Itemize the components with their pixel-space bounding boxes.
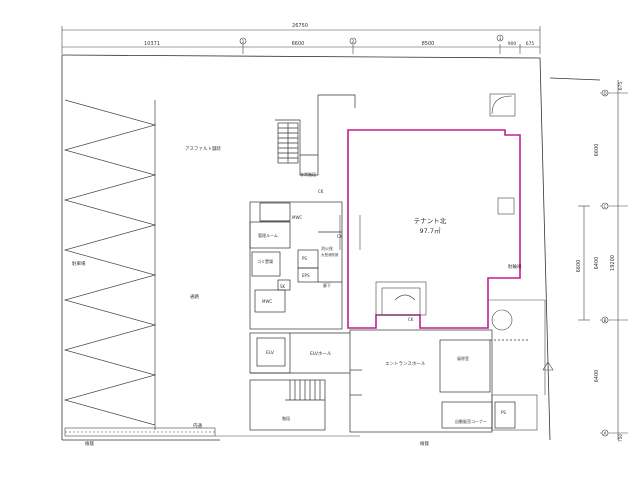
top-dimension-3: 8500 xyxy=(422,41,435,47)
right-dimension-3: 6400 xyxy=(594,257,600,270)
north-arrow-icon xyxy=(542,361,554,371)
tenant-area: 97.7㎡ xyxy=(420,226,441,235)
stair-block xyxy=(249,379,326,431)
stair-label: 階段 xyxy=(282,415,290,421)
grid-label-c: C xyxy=(604,204,607,209)
right-dimension-5: 750 xyxy=(618,434,624,443)
garbage-label: ゴミ置場 xyxy=(257,258,273,264)
grid-label-d: D xyxy=(603,91,606,96)
top-dimension-1: 10371 xyxy=(144,41,160,47)
site-boundary xyxy=(61,54,601,441)
tenant-outline xyxy=(347,129,521,329)
overall-dimension: 26750 xyxy=(292,23,308,29)
right-dimension-4: 6400 xyxy=(594,370,600,383)
mwc-lower-label: MWC xyxy=(262,299,272,304)
grid-label-3: 3 xyxy=(499,36,502,41)
ck-mark-2: CK xyxy=(337,234,343,239)
elv-hall-label: ELVホール xyxy=(310,351,332,357)
vending-label: 自動販売コーナー xyxy=(455,418,487,424)
emergency-stair xyxy=(275,94,356,176)
ps2-label: PS xyxy=(501,410,506,415)
grid-bubbles-right xyxy=(601,89,609,437)
top-dimension-2: 6600 xyxy=(292,41,305,47)
side-walk-label: 内通 xyxy=(193,422,202,429)
planting-left-label: 植栽 xyxy=(85,440,94,447)
right-dimension-1: 675 xyxy=(618,82,624,91)
asphalt-label: アスファルト舗装 xyxy=(185,145,221,152)
fire-label: 消火栓 xyxy=(321,245,333,251)
fire-sub-label: 大型消防設 xyxy=(321,252,339,257)
ck-mark-1: CK xyxy=(318,189,324,194)
entrance-hall-label: エントランスホール xyxy=(385,361,426,367)
grid-label-a: A xyxy=(604,431,607,436)
bicycle-label: 駐輪場 xyxy=(508,263,522,270)
mwc-upper-label: MWC xyxy=(292,215,302,220)
right-dimensions xyxy=(578,80,628,440)
elv-block xyxy=(249,332,350,374)
planting-right-label: 植栽 xyxy=(420,440,429,447)
grid-label-2: 2 xyxy=(352,39,355,44)
entrance-hall xyxy=(349,329,530,433)
grid-label-1: 1 xyxy=(242,39,245,44)
ps-label: PS xyxy=(302,256,307,261)
parking-label: 駐車場 xyxy=(72,260,86,267)
core-block xyxy=(249,201,343,330)
tenant-name: テナント北 xyxy=(414,217,447,225)
parking-zigzag xyxy=(63,99,157,430)
right-dimension-total: 19200 xyxy=(610,255,616,271)
elv-label: ELV xyxy=(266,350,275,356)
top-dimension-5: 675 xyxy=(526,41,535,47)
inner-dimension: 6600 xyxy=(576,260,582,273)
top-dimension-4: 900 xyxy=(508,41,517,47)
eps-label: EPS xyxy=(302,273,310,278)
top-dimensions xyxy=(61,26,541,54)
sk-label: SK xyxy=(280,284,286,289)
grid-label-b: B xyxy=(604,318,607,323)
right-dimension-2: 6600 xyxy=(594,144,600,157)
ck-mark-3: CK xyxy=(408,317,414,322)
entrance-sub-label: 風除室 xyxy=(457,355,469,361)
right-structures xyxy=(488,93,546,431)
tenant-inner xyxy=(339,197,515,316)
corridor-label: 廊下 xyxy=(323,282,331,288)
grid-bubbles-top xyxy=(239,34,504,45)
walkway-label: 通路 xyxy=(190,293,199,300)
emergency-label: 非常階段 xyxy=(300,171,316,177)
management-label: 管理ルーム xyxy=(258,232,278,238)
bottom-strip xyxy=(64,427,360,437)
